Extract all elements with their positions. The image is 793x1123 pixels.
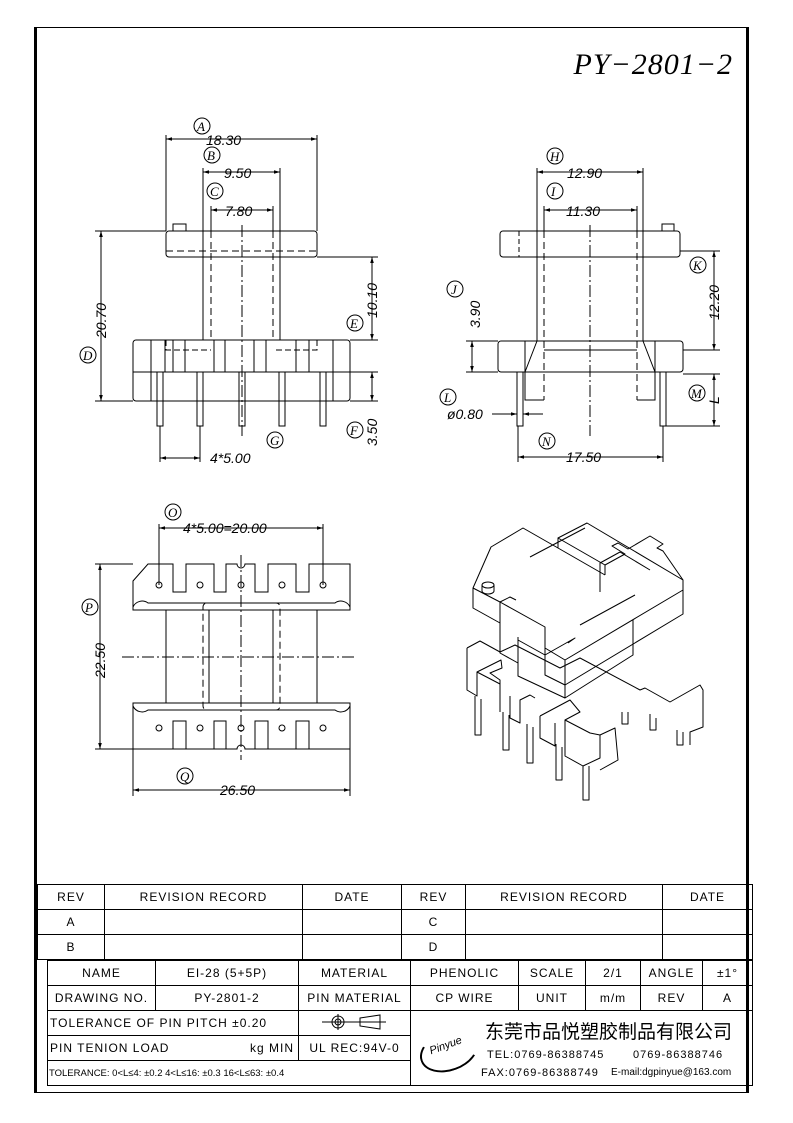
header-rev: REV (37, 884, 105, 910)
drawing-frame (34, 27, 749, 1093)
rev-cell: C (401, 909, 466, 935)
dim-a: 18.30 (206, 132, 241, 148)
rev-cell: D (401, 934, 466, 960)
title-block: NAME EI-28 (5+5P) MATERIAL PHENOLIC SCAL… (47, 960, 753, 1086)
header-revision-record: REVISION RECORD (465, 884, 663, 910)
rev-cell: A (37, 909, 105, 935)
rev-cell: B (37, 934, 105, 960)
label-p: P (84, 600, 93, 615)
dim-g: 4*5.00 (210, 450, 251, 466)
name-value: EI-28 (5+5P) (155, 960, 299, 986)
label-e: E (349, 316, 358, 331)
revision-header-row: REV REVISION RECORD DATE REV REVISION RE… (37, 884, 753, 910)
company-tel: TEL:0769-86388745 (487, 1049, 605, 1061)
header-date: DATE (302, 884, 402, 910)
dim-h: 12.90 (567, 165, 602, 181)
label-m: M (690, 386, 703, 401)
label-b: B (207, 148, 215, 163)
general-tolerance: TOLERANCE: 0<L≤4: ±0.2 4<L≤16: ±0.3 16<L… (47, 1060, 411, 1086)
dim-m: L (706, 396, 722, 404)
label-d: D (82, 348, 93, 363)
label-l: L (443, 390, 451, 405)
drawing-no-label: DRAWING NO. (47, 985, 156, 1011)
third-angle-projection-icon (321, 1013, 386, 1030)
company-name: 东莞市品悦塑胶制品有限公司 (485, 1021, 733, 1043)
label-j: J (451, 282, 458, 297)
header-rev: REV (401, 884, 466, 910)
angle-value: ±1° (702, 960, 753, 986)
pin-pitch-tolerance: TOLERANCE OF PIN PITCH ±0.20 (47, 1010, 299, 1036)
drawing-title: PY−2801−2 (573, 48, 733, 81)
pin-material-label: PIN MATERIAL (298, 985, 411, 1011)
company-email: E-mail:dgpinyue@163.com (611, 1067, 732, 1078)
record-cell (104, 934, 303, 960)
pin-tension-unit: kg MIN (249, 1041, 294, 1055)
header-revision-record: REVISION RECORD (104, 884, 303, 910)
company-logo: Pinyue (413, 1021, 485, 1081)
pin-tension-cell: PIN TENION LOAD kg MIN (47, 1035, 299, 1061)
label-k: K (692, 258, 703, 273)
dim-e: 10.10 (364, 283, 380, 318)
projection-symbol (298, 1010, 411, 1036)
label-g: G (270, 433, 280, 448)
label-n: N (541, 434, 552, 449)
revision-table: REV REVISION RECORD DATE REV REVISION RE… (37, 884, 753, 960)
side-view: H 12.90 I 11.30 J 3.90 K 12.20 L ø0.80 M… (439, 147, 722, 465)
dim-p: 22.50 (92, 643, 108, 679)
rev-value: A (702, 985, 753, 1011)
pin-material-value: CP WIRE (410, 985, 519, 1011)
label-c: C (210, 184, 219, 199)
front-view: A 18.30 B 9.50 C 7.80 D 20.70 E 10.10 F … (79, 117, 380, 466)
scale-value: 2/1 (585, 960, 641, 986)
date-cell (302, 934, 402, 960)
company-fax: FAX:0769-86388749 (481, 1067, 599, 1079)
dim-c: 7.80 (225, 203, 252, 219)
company-tel-2: 0769-86388746 (633, 1049, 724, 1061)
drawing-no-value: PY-2801-2 (155, 985, 299, 1011)
date-cell (662, 934, 753, 960)
material-value: PHENOLIC (410, 960, 519, 986)
label-a: A (196, 119, 205, 134)
label-f: F (349, 423, 359, 438)
unit-label: UNIT (518, 985, 586, 1011)
dim-i: 11.30 (566, 203, 600, 219)
label-q: Q (180, 769, 190, 784)
dim-o: 4*5.00=20.00 (183, 520, 267, 536)
label-h: H (549, 149, 560, 164)
bottom-view: O 4*5.00=20.00 P 22.50 Q 26.50 (81, 503, 355, 798)
unit-value: m/m (585, 985, 641, 1011)
rev-label: REV (640, 985, 703, 1011)
record-cell (465, 934, 663, 960)
ul-rec: UL REC:94V-0 (298, 1035, 411, 1061)
header-date: DATE (662, 884, 753, 910)
scale-label: SCALE (518, 960, 586, 986)
dim-d: 20.70 (93, 303, 109, 339)
dim-q: 26.50 (219, 782, 255, 798)
logo-text: Pinyue (427, 1034, 464, 1058)
dim-f: 3.50 (364, 419, 380, 446)
technical-drawing: A 18.30 B 9.50 C 7.80 D 20.70 E 10.10 F … (79, 117, 722, 801)
material-label: MATERIAL (298, 960, 411, 986)
table-row: A C (37, 909, 753, 935)
angle-label: ANGLE (640, 960, 703, 986)
record-cell (465, 909, 663, 935)
pin-tension-label: PIN TENION LOAD (50, 1041, 170, 1055)
isometric-view (466, 522, 704, 801)
dim-k: 12.20 (706, 285, 722, 320)
dim-j: 3.90 (467, 301, 483, 328)
date-cell (662, 909, 753, 935)
name-label: NAME (47, 960, 156, 986)
date-cell (302, 909, 402, 935)
label-i: I (550, 184, 556, 199)
dim-b: 9.50 (224, 165, 251, 181)
label-o: O (168, 505, 178, 520)
company-block: Pinyue 东莞市品悦塑胶制品有限公司 TEL:0769-86388745 0… (410, 1010, 753, 1086)
dim-l: ø0.80 (447, 406, 483, 422)
table-row: B D (37, 934, 753, 960)
dim-n: 17.50 (566, 449, 601, 465)
record-cell (104, 909, 303, 935)
